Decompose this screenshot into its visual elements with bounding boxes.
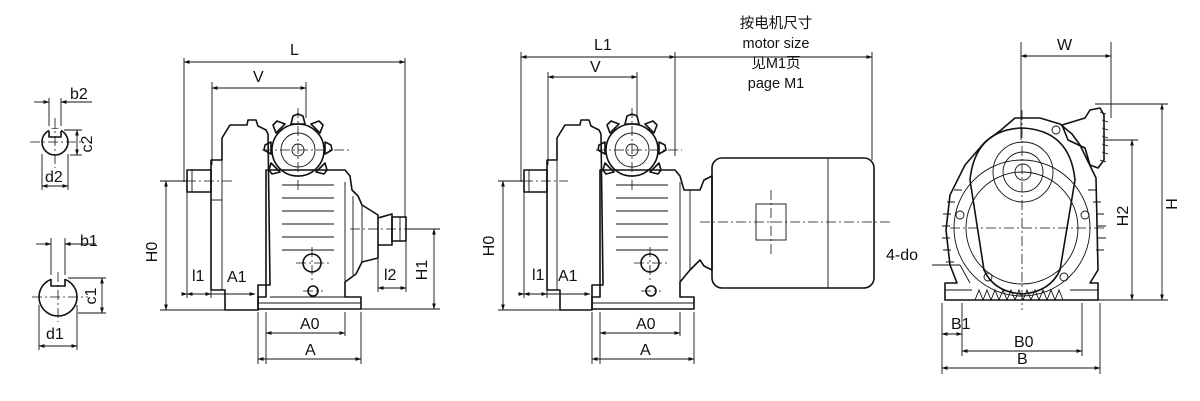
- shaft-section-large: [32, 238, 106, 350]
- label-H2: H2: [1115, 206, 1132, 227]
- label-V-motor: V: [590, 59, 601, 76]
- label-H0: H0: [144, 242, 161, 263]
- label-A0-motor: A0: [636, 316, 656, 333]
- label-l2: l2: [384, 267, 397, 284]
- label-V: V: [253, 69, 264, 86]
- label-b2: b2: [70, 86, 88, 103]
- front-view-reducer: [160, 58, 440, 364]
- label-A-motor: A: [640, 342, 651, 359]
- side-view-reducer: [932, 42, 1168, 374]
- label-A0: A0: [300, 316, 320, 333]
- label-A1-motor: A1: [558, 268, 578, 285]
- label-c2: c2: [79, 135, 96, 152]
- note-line-3: 见M1页: [751, 56, 800, 72]
- label-A: A: [305, 342, 316, 359]
- note-line-4: page M1: [748, 76, 804, 92]
- label-b1: b1: [80, 233, 98, 250]
- label-L: L: [290, 42, 299, 59]
- label-B: B: [1017, 351, 1028, 368]
- label-W: W: [1057, 37, 1073, 54]
- label-B0: B0: [1014, 334, 1034, 351]
- label-l1-motor: l1: [532, 267, 545, 284]
- label-H0-motor: H0: [481, 236, 498, 257]
- label-L1: L1: [594, 37, 612, 54]
- label-l1: l1: [192, 268, 205, 285]
- label-d1: d1: [46, 326, 64, 343]
- label-A1: A1: [227, 269, 247, 286]
- note-line-2: motor size: [743, 36, 810, 52]
- label-H1: H1: [414, 260, 431, 281]
- label-c1: c1: [83, 287, 100, 304]
- note-line-1: 按电机尺寸: [740, 15, 813, 32]
- shaft-section-small: [30, 98, 92, 190]
- label-B1: B1: [951, 316, 971, 333]
- label-d2: d2: [45, 169, 63, 186]
- label-H: H: [1164, 198, 1181, 210]
- front-view-with-motor: [498, 52, 890, 364]
- label-4-do: 4-do: [886, 247, 918, 264]
